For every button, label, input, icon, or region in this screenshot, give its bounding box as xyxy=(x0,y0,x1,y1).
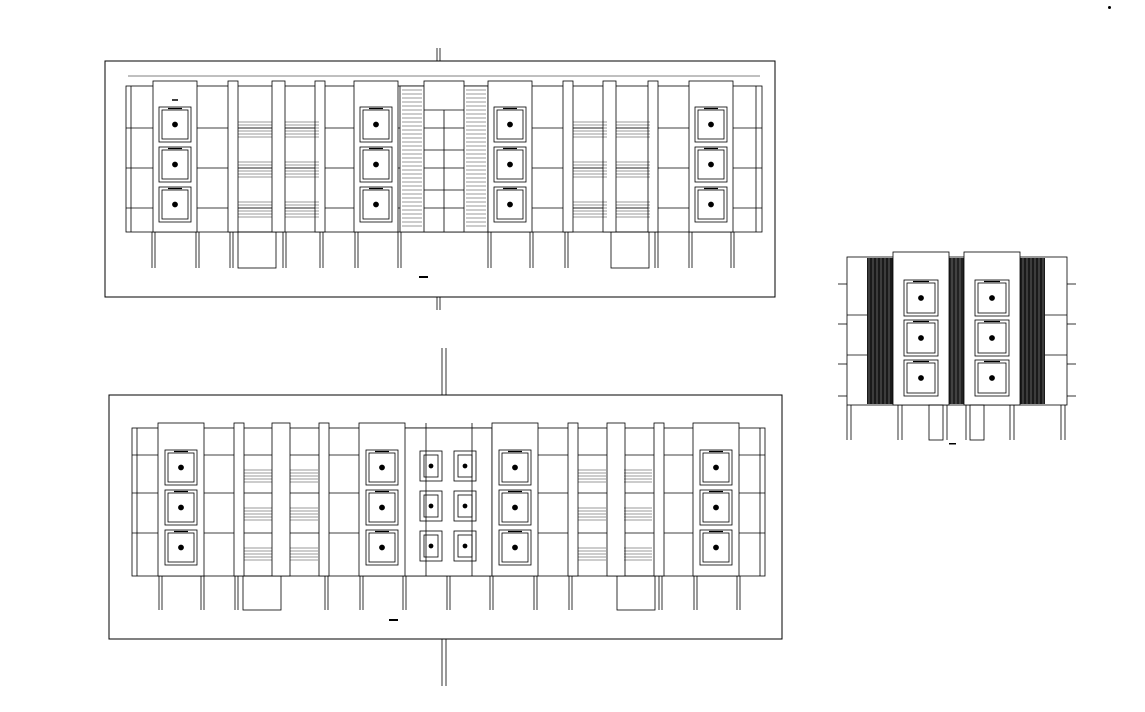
railing-hatch xyxy=(237,121,651,218)
pilotis-columns xyxy=(158,575,741,611)
view-label-tag xyxy=(389,619,398,621)
pilotis-columns xyxy=(151,231,735,269)
hatched-wall xyxy=(867,258,893,404)
window-bay xyxy=(157,422,205,577)
window-bay xyxy=(892,251,950,406)
view-label-tag xyxy=(419,276,428,278)
view-label-tag xyxy=(949,443,956,445)
view-frame xyxy=(108,394,783,640)
window-bay xyxy=(152,80,198,233)
building-outline xyxy=(846,256,1068,406)
side-elevation-view xyxy=(838,251,1076,445)
railing-hatch xyxy=(243,469,653,561)
rear-elevation-view xyxy=(108,348,783,686)
corner-mark xyxy=(1108,6,1111,9)
front-elevation-view xyxy=(104,48,776,310)
stair-core xyxy=(399,80,489,233)
